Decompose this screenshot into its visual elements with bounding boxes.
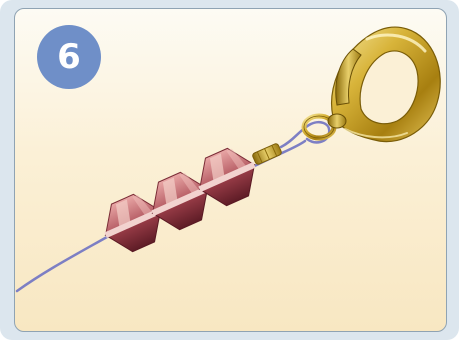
step-number-badge: 6: [37, 25, 101, 89]
illustration-panel: 6: [14, 8, 447, 332]
crimp-tube-icon: [252, 143, 282, 165]
